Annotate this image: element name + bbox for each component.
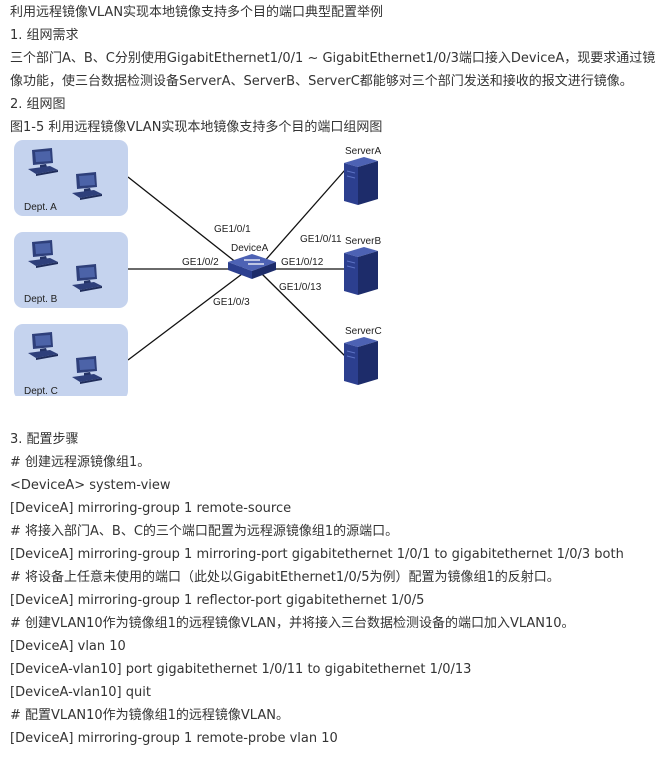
server-icon [344, 247, 378, 295]
config-line: [DeviceA-vlan10] quit [10, 684, 151, 702]
config-line: # 配置VLAN10作为镜像组1的远程镜像VLAN。 [10, 707, 289, 725]
dept-c-label: Dept. C [24, 386, 58, 396]
network-diagram: Dept. A Dept. B Dept. C DeviceA GE1/0/1 … [0, 134, 460, 396]
requirement-line-2: 像功能，使三台数据检测设备ServerA、ServerB、ServerC都能够对… [10, 73, 633, 91]
dept-b-label: Dept. B [24, 294, 58, 305]
dept-b: Dept. B [14, 232, 128, 308]
section2-heading: 2. 组网图 [10, 96, 66, 114]
server-icon [344, 337, 378, 385]
config-line: # 创建远程源镜像组1。 [10, 454, 150, 472]
config-line: # 创建VLAN10作为镜像组1的远程镜像VLAN，并将接入三台数据检测设备的端… [10, 615, 575, 633]
config-line: [DeviceA-vlan10] port gigabitethernet 1/… [10, 661, 471, 679]
server-a-label: ServerA [345, 146, 381, 157]
server-c: ServerC [344, 326, 382, 385]
config-line: [DeviceA] mirroring-group 1 mirroring-po… [10, 546, 624, 564]
switch-icon [228, 254, 276, 279]
server-b: ServerB [344, 236, 381, 295]
port-label: GE1/0/2 [182, 257, 219, 268]
port-label: GE1/0/3 [213, 297, 250, 308]
requirement-line-1: 三个部门A、B、C分别使用GigabitEthernet1/0/1 ~ Giga… [10, 50, 655, 68]
section3-heading: 3. 配置步骤 [10, 431, 79, 449]
server-a: ServerA [344, 146, 381, 205]
port-label: GE1/0/13 [279, 282, 322, 293]
config-line: <DeviceA> system-view [10, 477, 171, 495]
device-label: DeviceA [231, 243, 269, 254]
server-b-label: ServerB [345, 236, 381, 247]
section1-heading: 1. 组网需求 [10, 27, 79, 45]
config-line: # 将接入部门A、B、C的三个端口配置为远程源镜像组1的源端口。 [10, 523, 398, 541]
link-server-a [262, 170, 345, 264]
link-dept-c [128, 274, 242, 360]
config-line: [DeviceA] mirroring-group 1 reflector-po… [10, 592, 424, 610]
port-label: GE1/0/1 [214, 224, 251, 235]
server-icon [344, 157, 378, 205]
dept-a-label: Dept. A [24, 202, 57, 213]
port-label: GE1/0/11 [300, 234, 342, 245]
config-line: [DeviceA] mirroring-group 1 remote-probe… [10, 730, 338, 748]
link-dept-a [128, 177, 242, 267]
config-line: [DeviceA] vlan 10 [10, 638, 126, 656]
server-c-label: ServerC [345, 326, 382, 337]
config-line: # 将设备上任意未使用的端口（此处以GigabitEthernet1/0/5为例… [10, 569, 560, 587]
dept-c: Dept. C [14, 324, 128, 396]
port-label: GE1/0/12 [281, 257, 324, 268]
page-title: 利用远程镜像VLAN实现本地镜像支持多个目的端口典型配置举例 [10, 4, 383, 22]
dept-a: Dept. A [14, 140, 128, 216]
config-line: [DeviceA] mirroring-group 1 remote-sourc… [10, 500, 291, 518]
